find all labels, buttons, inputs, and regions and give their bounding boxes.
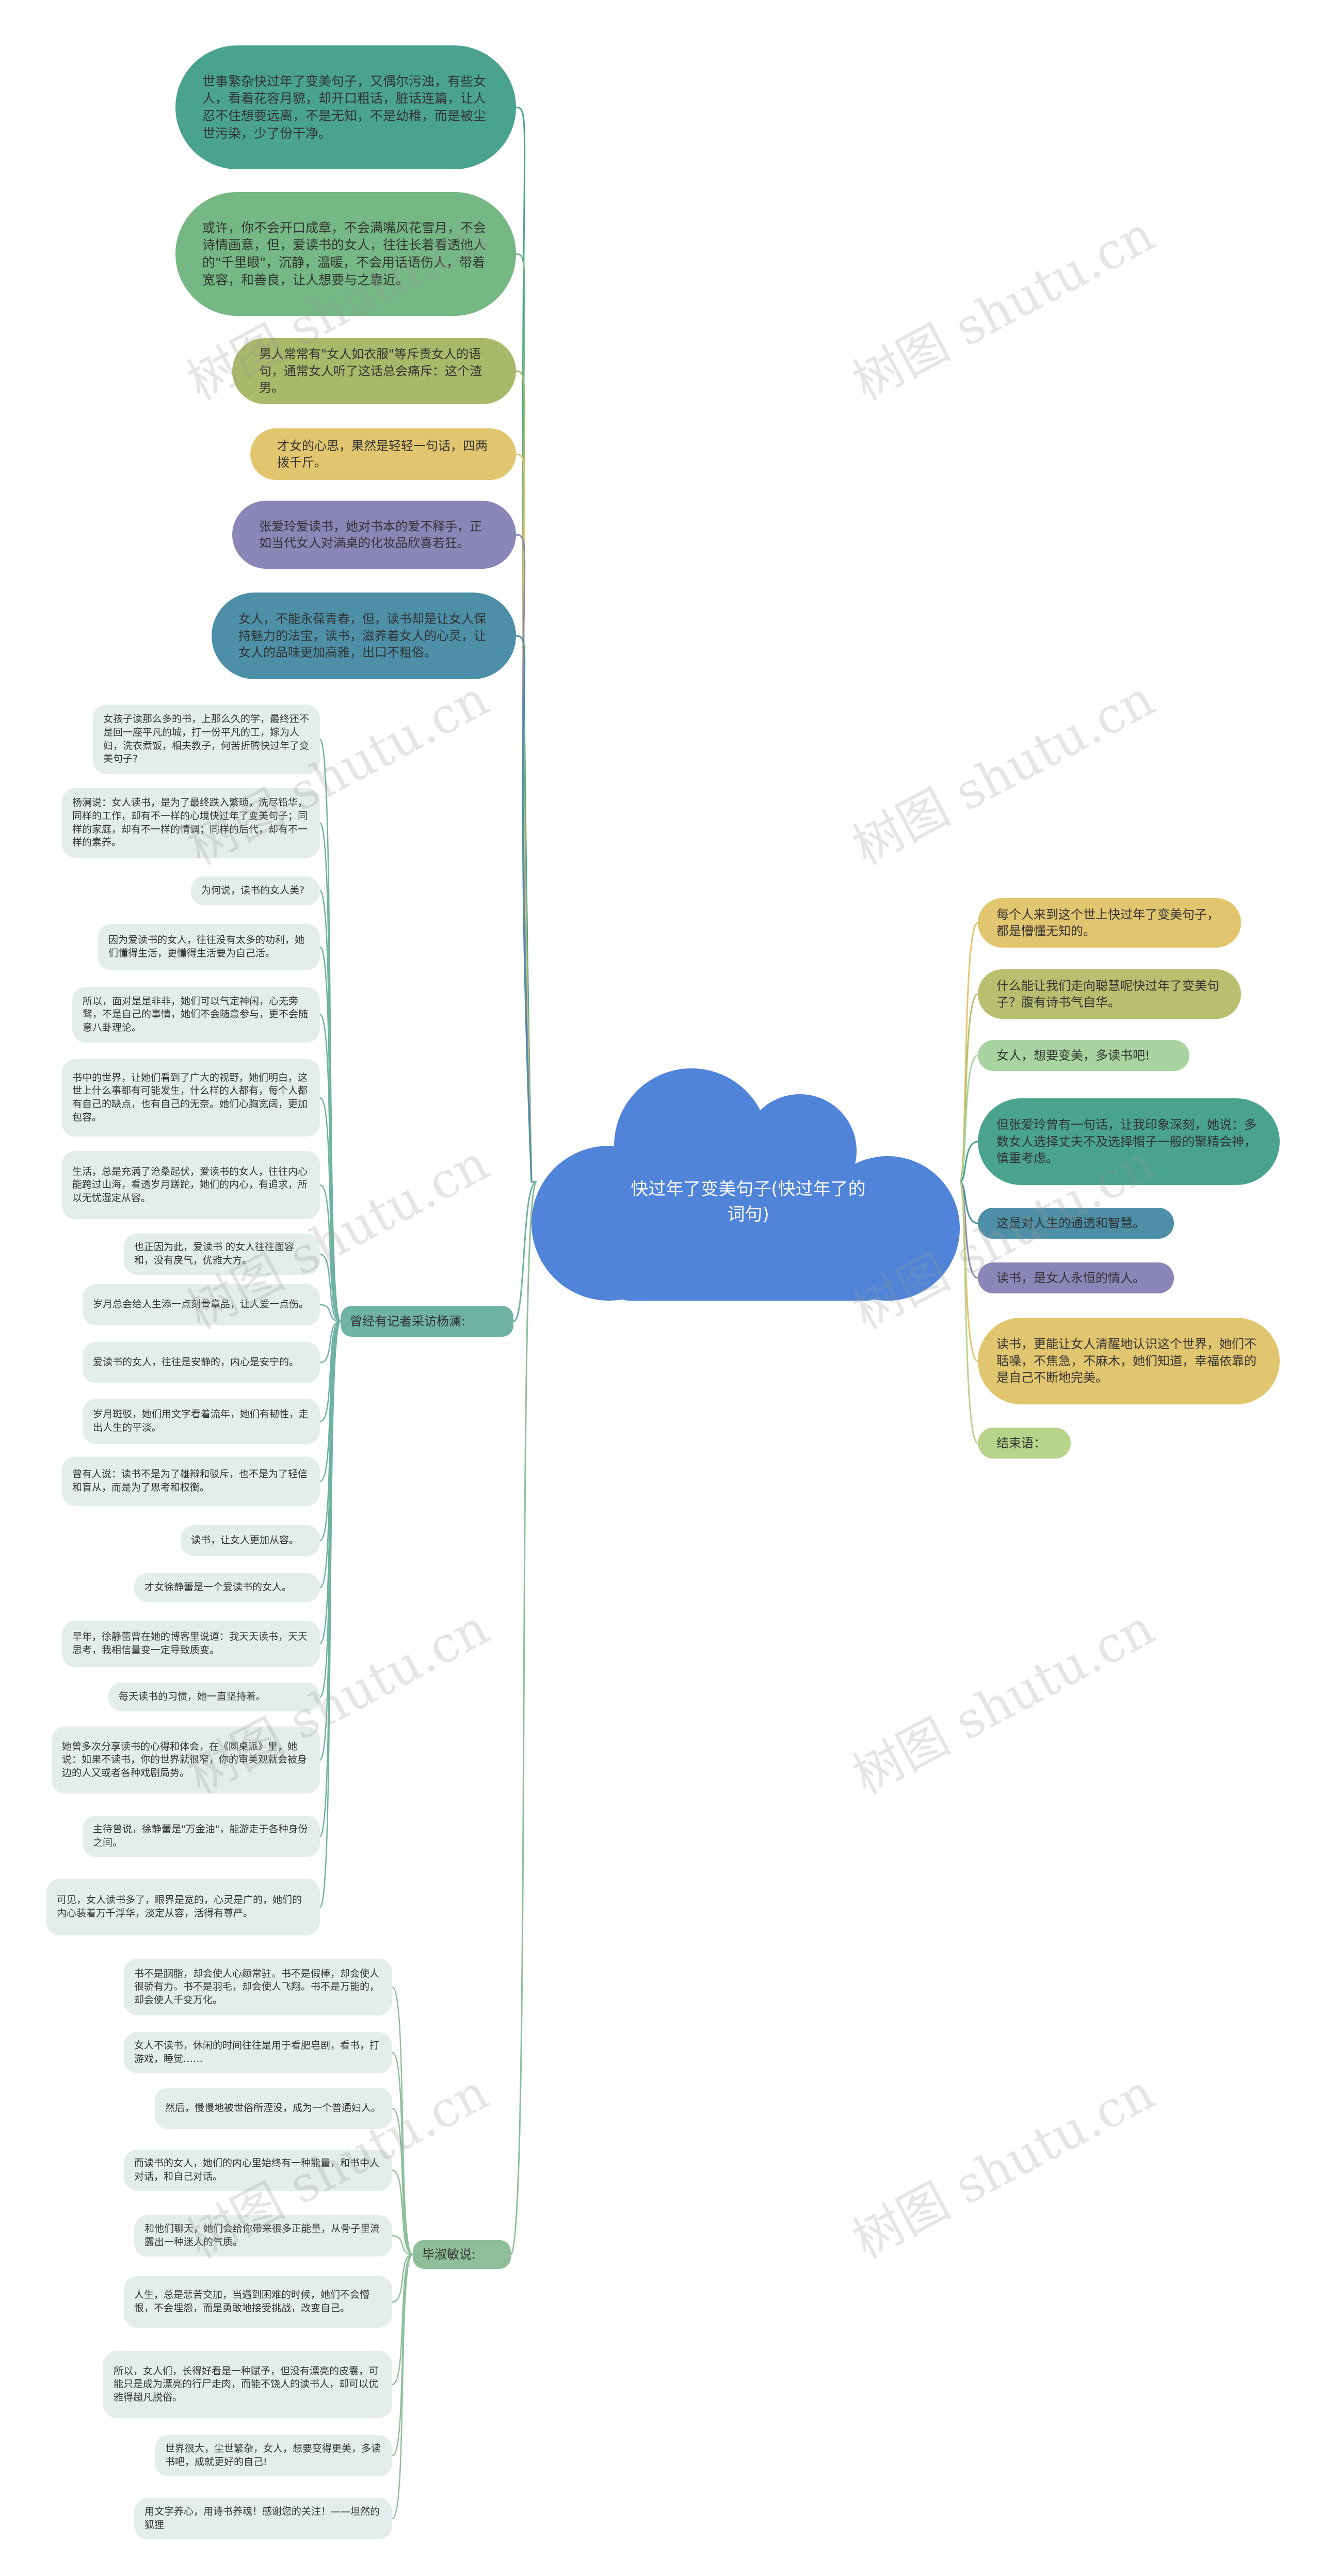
connector-line bbox=[392, 2253, 413, 2386]
connector-line bbox=[513, 1181, 537, 1322]
connector-line bbox=[392, 1986, 413, 2255]
connector-line bbox=[515, 635, 533, 1182]
bishumin-item[interactable]: 人生，总是悲苦交加，当遇到困难的时候，她们不会懵恨，不会埋怨，而是勇敢地接受挑战… bbox=[124, 2276, 392, 2328]
yanglan-item[interactable]: 读书，让女人更加从容。 bbox=[181, 1525, 320, 1556]
yanglan-item[interactable]: 为何说，读书的女人美? bbox=[191, 876, 320, 905]
yanglan-item[interactable]: 她曾多次分享读书的心得和体会，在《圆桌派》里，她说：如果不读书，你的世界就很窄，… bbox=[52, 1726, 320, 1794]
connector-line bbox=[319, 1304, 341, 1322]
yanglan-item[interactable]: 每天读书的习惯，她一直坚持着。 bbox=[108, 1683, 320, 1711]
bishumin-item[interactable]: 世界很大，尘世繁杂，女人，想要变得更美，多读书吧，成就更好的自己! bbox=[155, 2435, 392, 2476]
top-branch-node[interactable]: 女人，不能永葆青春，但，读书却是让女人保持魅力的法宝，读书，滋养着女人的心灵，让… bbox=[212, 593, 516, 679]
connector-line bbox=[319, 1320, 342, 1908]
connector-line bbox=[392, 2253, 413, 2457]
yanglan-item[interactable]: 岁月总会给人生添一点刻骨章品，让人爱一点伤。 bbox=[83, 1284, 320, 1325]
right-branch-node[interactable]: 读书，是女人永恒的情人。 bbox=[978, 1262, 1174, 1293]
top-branch-node[interactable]: 世事繁杂快过年了变美句子，又偶尔污浊，有些女人，看着花容月貌，却开口粗话，脏话连… bbox=[175, 45, 516, 169]
root-node[interactable]: 快过年了变美句子(快过年了的词句) bbox=[531, 1048, 965, 1316]
yanglan-item[interactable]: 杨澜说：女人读书，是为了最终跌入繁琐，洗尽铅华，同样的工作，却有不一样的心境快过… bbox=[62, 788, 320, 858]
yanglan-item[interactable]: 岁月斑驳，她们用文字看着流年，她们有韧性，走出人生的平淡。 bbox=[83, 1399, 320, 1444]
right-branch-node[interactable]: 结束语： bbox=[978, 1428, 1071, 1459]
top-branch-node[interactable]: 或许，你不会开口成章，不会满嘴风花雪月，不会诗情画意，但，爱读书的女人，往往长着… bbox=[175, 192, 516, 316]
connector-line bbox=[392, 2107, 413, 2255]
bishumin-item[interactable]: 女人不读书，休闲的时间往往是用于看肥皂剧，看书，打游戏，睡觉…… bbox=[124, 2032, 392, 2073]
right-branch-node[interactable]: 女人，想要变美，多读书吧! bbox=[978, 1040, 1189, 1071]
connector-line bbox=[319, 1320, 341, 1422]
connector-line bbox=[392, 2235, 413, 2255]
yanglan-item[interactable]: 因为爱读书的女人，往往没有太多的功利，她们懂得生活，更懂得生活要为自己活。 bbox=[98, 924, 320, 970]
connector-line bbox=[319, 1320, 341, 1364]
cloud-shape-icon bbox=[531, 1068, 960, 1301]
top-branch-node[interactable]: 男人常常有"女人如衣服"等斥责女人的语句，通常女人听了这话总会痛斥：这个渣男。 bbox=[232, 338, 516, 404]
yanglan-item[interactable]: 曾有人说：读书不是为了雄辩和驳斥，也不是为了轻信和盲从，而是为了思考和权衡。 bbox=[62, 1457, 320, 1506]
yanglan-item[interactable]: 主待曾说，徐静蕾是"万金油"，能游走于各种身份之间。 bbox=[83, 1816, 320, 1857]
right-branch-node[interactable]: 读书，更能让女人清醒地认识这个世界，她们不聒噪，不焦急，不麻木，她们知道，幸福依… bbox=[978, 1318, 1280, 1404]
connector-line bbox=[319, 1014, 342, 1322]
connector-line bbox=[319, 1184, 341, 1322]
yanglan-item[interactable]: 爱读书的女人，往往是安静的，内心是安宁的。 bbox=[83, 1342, 320, 1383]
root-title: 快过年了变美句子(快过年了的词句) bbox=[631, 1179, 866, 1225]
yanglan-item[interactable]: 也正因为此，爱读书 的女人往往面容和，没有戾气，优雅大方。 bbox=[124, 1234, 320, 1275]
yanglan-item[interactable]: 女孩子读那么多的书，上那么久的学，最终还不是回一座平凡的城，打一份平凡的工，嫁为… bbox=[93, 705, 320, 774]
right-branch-node[interactable]: 这是对人生的通透和智慧。 bbox=[978, 1208, 1174, 1239]
right-branch-node[interactable]: 什么能让我们走向聪慧呢快过年了变美句子？腹有诗书气自华。 bbox=[978, 969, 1241, 1019]
top-branch-node[interactable]: 才女的心思，果然是轻轻一句话，四两拨千斤。 bbox=[250, 428, 516, 480]
connector-line bbox=[392, 2169, 413, 2255]
connector-line bbox=[515, 534, 533, 1182]
top-branch-node[interactable]: 张爱玲爱读书，她对书本的爱不释手，正如当代女人对满桌的化妆品欣喜若狂。 bbox=[232, 501, 516, 569]
yanglan-item[interactable]: 才女徐静蕾是一个爱读书的女人。 bbox=[134, 1573, 320, 1602]
right-branch-node[interactable]: 每个人来到这个世上快过年了变美句子，都是懵懂无知的。 bbox=[978, 898, 1241, 948]
bishumin-item[interactable]: 用文字养心，用诗书养魂！感谢您的关注！——坦然的狐狸 bbox=[134, 2498, 392, 2539]
connector-line bbox=[392, 2253, 413, 2520]
connector-line bbox=[392, 2253, 413, 2303]
connector-line bbox=[959, 1054, 978, 1183]
yanglan-item[interactable]: 早年，徐静蕾曾在她的博客里说道：我天天读书，天天思考，我相信量变一定导致质变。 bbox=[62, 1621, 320, 1667]
bishumin-item[interactable]: 所以，女人们，长得好看是一种赋予，但没有漂亮的皮囊，可能只是成为漂亮的行尸走肉，… bbox=[103, 2351, 392, 2418]
connector-line bbox=[959, 1141, 978, 1183]
bishumin-item[interactable]: 然后，慢慢地被世俗所湮没，成为一个普通妇人。 bbox=[155, 2088, 392, 2129]
connector-line bbox=[319, 1253, 341, 1322]
bishumin-item[interactable]: 而读书的女人，她们的内心里始终有一种能量，和书中人对话，和自己对话。 bbox=[124, 2150, 392, 2191]
connector-line bbox=[319, 1097, 341, 1322]
branch-label-bishumin[interactable]: 毕淑敏说: bbox=[413, 2240, 511, 2269]
right-branch-node[interactable]: 但张爱玲曾有一句话，让我印象深刻，她说：多数女人选择丈夫不及选择帽子一般的聚精会… bbox=[978, 1098, 1280, 1185]
yanglan-item[interactable]: 所以，面对是是非非，她们可以气定神闲，心无旁骛，不是自己的事情，她们不会随意参与… bbox=[72, 987, 320, 1043]
yanglan-item[interactable]: 书中的世界，让她们看到了广大的视野，她们明白，这世上什么事都有可能发生，什么样的… bbox=[62, 1059, 320, 1137]
branch-label-yanglan[interactable]: 曾经有记者采访杨澜: bbox=[341, 1306, 513, 1337]
bishumin-item[interactable]: 和他们聊天，她们会给你带来很多正能量，从骨子里流露出一种迷人的气质。 bbox=[134, 2215, 392, 2257]
connector-line bbox=[959, 1181, 978, 1444]
connector-line bbox=[392, 2052, 413, 2255]
bishumin-item[interactable]: 书不是胭脂，却会使人心颜常驻。书不是假棒，却会使人很骄有力。书不是羽毛，却会使人… bbox=[124, 1959, 392, 2015]
yanglan-item[interactable]: 可见，女人读书多了，眼界是宽的，心灵是广的，她们的内心装着万千浮华，淡定从容，活… bbox=[46, 1879, 320, 1935]
connector-line bbox=[510, 1181, 538, 2255]
yanglan-item[interactable]: 生活，总是充满了沧桑起伏，爱读书的女人，往往内心能跨过山海，看透岁月蹉跎，她们的… bbox=[62, 1151, 320, 1219]
